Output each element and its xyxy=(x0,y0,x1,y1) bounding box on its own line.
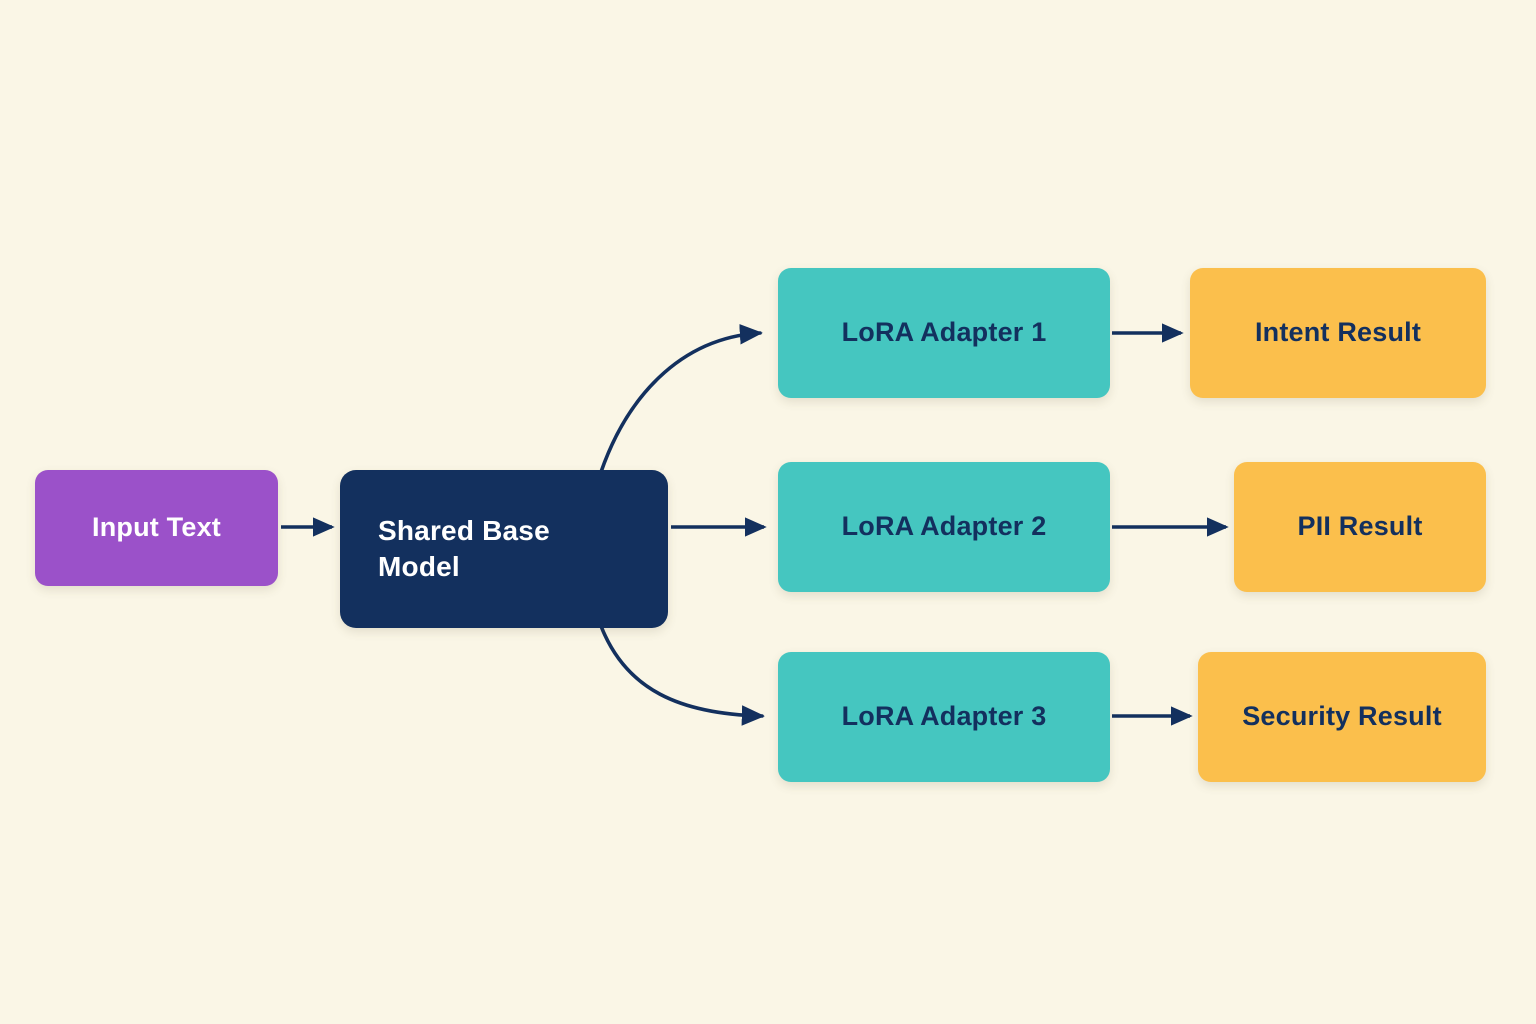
node-input-text-label: Input Text xyxy=(92,512,221,543)
node-security-result[interactable]: Security Result xyxy=(1198,652,1486,782)
node-lora-adapter-2-label: LoRA Adapter 2 xyxy=(841,511,1047,542)
node-lora-adapter-1-label: LoRA Adapter 1 xyxy=(841,317,1047,348)
node-shared-base-model[interactable]: Shared Base Model xyxy=(340,470,668,628)
node-input-text[interactable]: Input Text xyxy=(35,470,278,586)
node-lora-adapter-3-label: LoRA Adapter 3 xyxy=(841,701,1047,732)
node-lora-adapter-2[interactable]: LoRA Adapter 2 xyxy=(778,462,1110,592)
node-pii-result[interactable]: PII Result xyxy=(1234,462,1486,592)
node-intent-result[interactable]: Intent Result xyxy=(1190,268,1486,398)
node-shared-base-model-label: Shared Base Model xyxy=(378,514,550,582)
edge-base-to-adapter-1 xyxy=(599,324,763,474)
node-security-result-label: Security Result xyxy=(1242,701,1442,732)
node-pii-result-label: PII Result xyxy=(1297,511,1423,542)
node-lora-adapter-1[interactable]: LoRA Adapter 1 xyxy=(778,268,1110,398)
edge-base-to-adapter-3 xyxy=(599,624,765,726)
node-intent-result-label: Intent Result xyxy=(1254,317,1422,348)
node-lora-adapter-3[interactable]: LoRA Adapter 3 xyxy=(778,652,1110,782)
